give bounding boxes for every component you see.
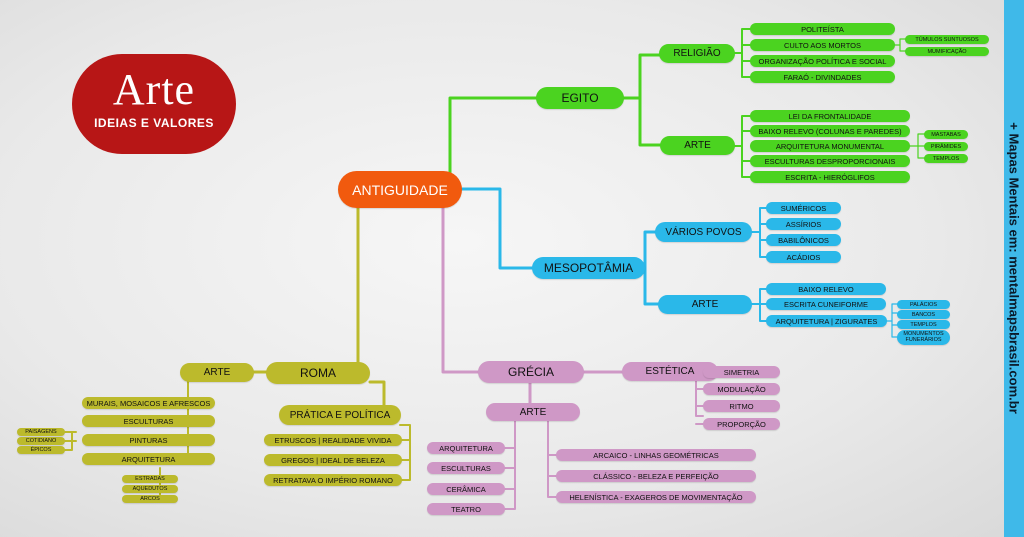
sidebar-band xyxy=(1004,0,1024,537)
node-culto-sub[interactable]: MUMIFICAÇÃO xyxy=(905,47,989,56)
node-egito[interactable]: EGITO xyxy=(536,87,624,109)
node-mesopotamia[interactable]: MESOPOTÂMIA xyxy=(532,257,645,279)
node-pratica-item[interactable]: ETRUSCOS | REALIDADE VIVIDA xyxy=(264,434,402,446)
node-meso-arte[interactable]: ARTE xyxy=(658,295,752,314)
node-grecia-periodo[interactable]: CLÁSSICO - BELEZA E PERFEIÇÃO xyxy=(556,470,756,482)
node-egito-arte-item[interactable]: BAIXO RELEVO (COLUNAS E PAREDES) xyxy=(750,125,910,137)
node-meso-arte-item[interactable]: ESCRITA CUNEIFORME xyxy=(766,298,886,310)
node-estetica-item[interactable]: SIMETRIA xyxy=(703,366,780,378)
node-povo[interactable]: SUMÉRICOS xyxy=(766,202,841,214)
node-roma-arte[interactable]: ARTE xyxy=(180,363,254,382)
node-estetica-item[interactable]: RITMO xyxy=(703,400,780,412)
node-egito-arte-item[interactable]: ESCULTURAS DESPROPORCIONAIS xyxy=(750,155,910,167)
node-povo[interactable]: ACÁDIOS xyxy=(766,251,841,263)
node-meso-arte-item[interactable]: ARQUITETURA | ZIGURATES xyxy=(766,315,887,327)
node-grecia-arte-left[interactable]: ESCULTURAS xyxy=(427,462,505,474)
node-pratica-politica[interactable]: PRÁTICA E POLÍTICA xyxy=(279,405,401,425)
node-grecia-arte-left[interactable]: CERÂMICA xyxy=(427,483,505,495)
node-varios-povos[interactable]: VÁRIOS POVOS xyxy=(655,222,752,242)
node-roma[interactable]: ROMA xyxy=(266,362,370,384)
sub-line-2: FUNERÁRIOS xyxy=(905,336,942,343)
node-povo[interactable]: ASSÍRIOS xyxy=(766,218,841,230)
node-grecia-periodo[interactable]: ARCAICO - LINHAS GEOMÉTRICAS xyxy=(556,449,756,461)
node-roma-arte-item[interactable]: PINTURAS xyxy=(82,434,215,446)
node-egito-religiao-item[interactable]: FARAÓ - DIVINDADES xyxy=(750,71,895,83)
node-pinturas-sub[interactable]: COTIDIANO xyxy=(17,437,65,445)
node-culto-sub[interactable]: TÚMULOS SUNTUOSOS xyxy=(905,35,989,44)
node-pratica-item[interactable]: GREGOS | IDEAL DE BELEZA xyxy=(264,454,402,466)
node-zigurate-sub[interactable]: BANCOS xyxy=(897,310,950,319)
arte-logo: Arte IDEIAS E VALORES xyxy=(72,54,236,154)
node-grecia[interactable]: GRÉCIA xyxy=(478,361,584,383)
node-grecia-periodo[interactable]: HELENÍSTICA - EXAGEROS DE MOVIMENTAÇÃO xyxy=(556,491,756,503)
node-estetica-item[interactable]: PROPORÇÃO xyxy=(703,418,780,430)
node-egito-religiao-item[interactable]: CULTO AOS MORTOS xyxy=(750,39,895,51)
node-pinturas-sub[interactable]: ÉPICOS xyxy=(17,446,65,454)
node-egito-arte-item[interactable]: ARQUITETURA MONUMENTAL xyxy=(750,140,910,152)
node-meso-arte-item[interactable]: BAIXO RELEVO xyxy=(766,283,886,295)
node-roma-arte-item[interactable]: ESCULTURAS xyxy=(82,415,215,427)
node-roma-arte-item[interactable]: ARQUITETURA xyxy=(82,453,215,465)
node-zigurate-sub[interactable]: MONUMENTOS FUNERÁRIOS xyxy=(897,330,950,345)
node-grecia-arte[interactable]: ARTE xyxy=(486,403,580,421)
logo-subtitle: IDEIAS E VALORES xyxy=(94,116,214,130)
node-egito-religiao[interactable]: RELIGIÃO xyxy=(659,44,735,63)
logo-title: Arte xyxy=(112,65,196,114)
node-antiguidade[interactable]: ANTIGUIDADE xyxy=(338,171,462,208)
node-pratica-item[interactable]: RETRATAVA O IMPÉRIO ROMANO xyxy=(264,474,402,486)
node-estetica[interactable]: ESTÉTICA xyxy=(622,362,718,381)
node-roma-arq-sub[interactable]: AQUEDUTOS xyxy=(122,485,178,493)
node-grecia-arte-left[interactable]: ARQUITETURA xyxy=(427,442,505,454)
node-povo[interactable]: BABILÔNICOS xyxy=(766,234,841,246)
node-roma-arq-sub[interactable]: ARCOS xyxy=(122,495,178,503)
node-egito-arte-item[interactable]: LEI DA FRONTALIDADE xyxy=(750,110,910,122)
node-pinturas-sub[interactable]: PAISAGENS xyxy=(17,428,65,436)
node-roma-arte-item[interactable]: MURAIS, MOSAICOS E AFRESCOS xyxy=(82,397,215,409)
sidebar-promo-text[interactable]: + Mapas Mentais em: mentalmapsbrasil.com… xyxy=(1006,122,1022,414)
node-estetica-item[interactable]: MODULAÇÃO xyxy=(703,383,780,395)
node-roma-arq-sub[interactable]: ESTRADAS xyxy=(122,475,178,483)
node-zigurate-sub[interactable]: TEMPLOS xyxy=(897,320,950,329)
node-egito-religiao-item[interactable]: ORGANIZAÇÃO POLÍTICA E SOCIAL xyxy=(750,55,895,67)
node-egito-arte[interactable]: ARTE xyxy=(660,136,735,155)
node-arq-egito-sub[interactable]: TEMPLOS xyxy=(924,154,968,163)
node-arq-egito-sub[interactable]: MASTABAS xyxy=(924,130,968,139)
node-zigurate-sub[interactable]: PALÁCIOS xyxy=(897,300,950,309)
node-grecia-arte-left[interactable]: TEATRO xyxy=(427,503,505,515)
node-egito-religiao-item[interactable]: POLITEÍSTA xyxy=(750,23,895,35)
node-arq-egito-sub[interactable]: PIRÂMIDES xyxy=(924,142,968,151)
node-egito-arte-item[interactable]: ESCRITA - HIERÓGLIFOS xyxy=(750,171,910,183)
sub-line-1: MONUMENTOS xyxy=(903,331,944,337)
